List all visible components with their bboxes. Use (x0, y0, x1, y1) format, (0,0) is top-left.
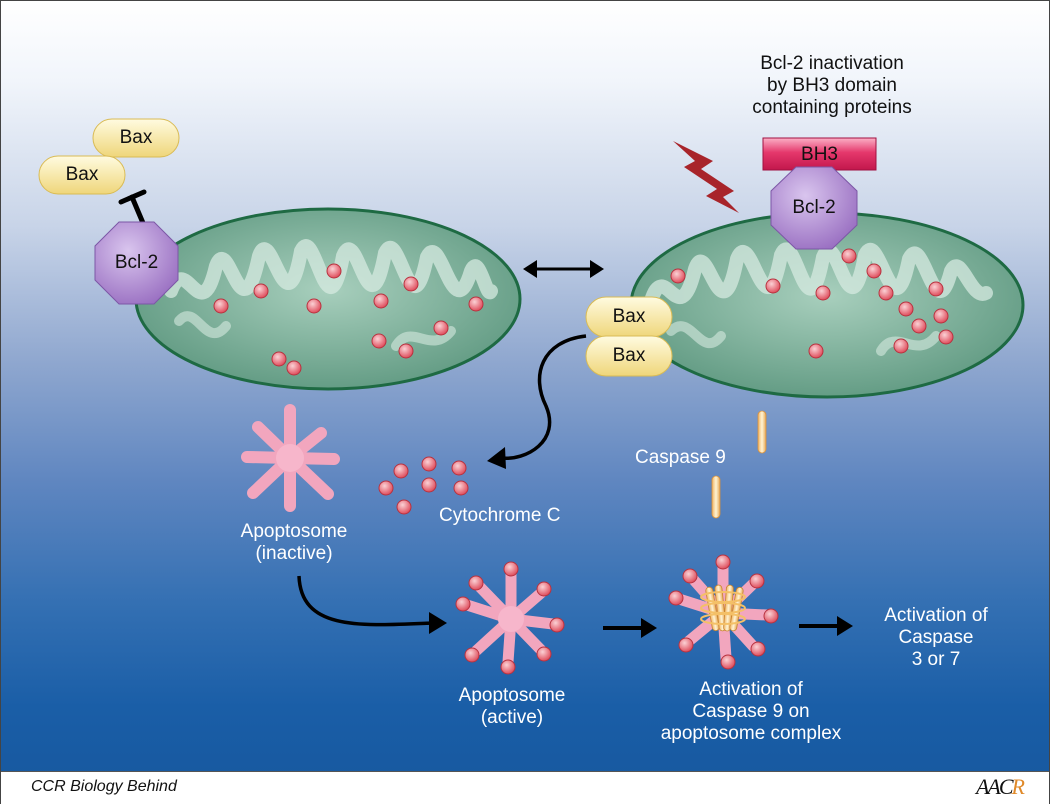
mitochondrion-left (134, 207, 522, 391)
footer-bar: CCR Biology Behind AACR (1, 771, 1049, 805)
cytochrome-dots-right (670, 248, 954, 359)
apoptosome-inactive-label: Apoptosome (inactive) (219, 521, 369, 565)
bcl2-inactivation-label: Bcl-2 inactivation by BH3 domain contain… (707, 53, 957, 119)
activation-caspase9-line-2: Caspase 9 on (692, 701, 810, 722)
cytochrome-c-dots (378, 456, 469, 515)
arrow-to-caspase37-icon (799, 616, 853, 636)
bcl2-right-label: Bcl-2 (792, 197, 836, 218)
activation-caspase9-line-1: Activation of (699, 679, 803, 700)
mitochondrion-right (629, 211, 1025, 399)
apoptosome-active-label: Apoptosome (active) (437, 685, 587, 729)
bax-pill-bottom (38, 155, 126, 195)
caspase9-complex-icon (668, 554, 779, 670)
bax-pill-mid-bottom (585, 335, 673, 377)
activation-arrow-icon (297, 575, 447, 634)
activation-caspase37-label: Activation of Caspase 3 or 7 (861, 605, 1011, 671)
bax-pill-top (92, 118, 180, 158)
bax-mid-bottom-label: Bax (612, 345, 646, 366)
cytochrome-c-label: Cytochrome C (439, 505, 561, 526)
bcl2-octagon-right (770, 166, 858, 250)
activation-caspase37-line-1: Activation of (884, 605, 988, 626)
apoptosome-inactive-line-1: Apoptosome (240, 521, 348, 542)
lightning-icon (673, 141, 739, 213)
cytochrome-dots-left (213, 263, 484, 376)
bax-mid-top-label: Bax (612, 306, 646, 327)
logo-main: AAC (975, 774, 1014, 799)
bcl2-octagon-left (94, 221, 179, 305)
aacr-logo: AACR (975, 774, 1026, 800)
apoptosome-active-icon (455, 561, 565, 675)
logo-accent: R (1011, 774, 1026, 799)
bax-bottom-label: Bax (65, 164, 99, 185)
activation-caspase37-line-2: Caspase (898, 627, 974, 648)
activation-caspase9-label: Activation of Caspase 9 on apoptosome co… (641, 679, 861, 745)
activation-caspase9-line-3: apoptosome complex (660, 723, 842, 744)
bcl2-inactivation-line-2: by BH3 domain (767, 75, 897, 96)
apoptosome-inactive-core (276, 444, 304, 472)
inhibition-icon (118, 189, 147, 226)
arrow-to-complex-icon (603, 618, 657, 638)
caspase9-label: Caspase 9 (635, 447, 726, 468)
bh3-label: BH3 (801, 144, 838, 165)
apoptosome-active-line-1: Apoptosome (458, 685, 566, 706)
apoptosome-inactive-line-2: (inactive) (255, 543, 333, 564)
release-arrow-icon (487, 334, 587, 469)
double-arrow-icon (523, 260, 604, 278)
caspase9-bar-top (757, 410, 767, 454)
activation-caspase37-line-3: 3 or 7 (911, 649, 961, 670)
caspase9-bar-bottom (711, 475, 721, 519)
bcl2-inactivation-line-1: Bcl-2 inactivation (760, 53, 904, 74)
bcl2-left-label: Bcl-2 (114, 252, 159, 273)
footer-title: CCR Biology Behind (31, 778, 177, 795)
bh3-rect (762, 137, 877, 171)
apoptosome-active-line-2: (active) (480, 707, 544, 728)
bax-top-label: Bax (119, 127, 153, 148)
bcl2-inactivation-line-3: containing proteins (752, 97, 912, 118)
